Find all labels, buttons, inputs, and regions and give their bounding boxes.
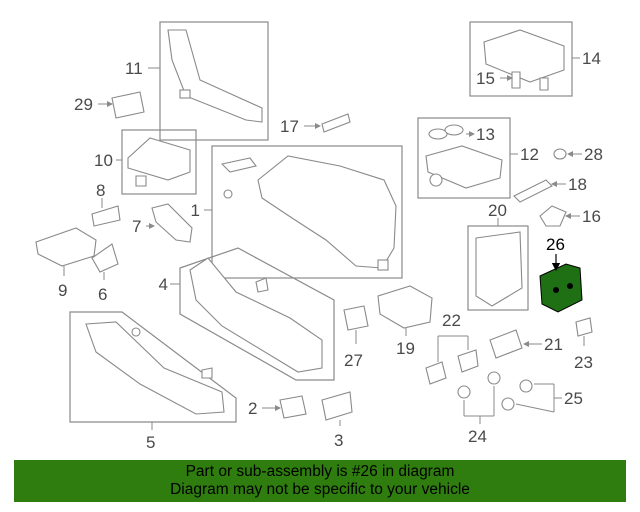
callout-3: 3 bbox=[334, 431, 343, 450]
part-6-group: 6 bbox=[91, 243, 119, 304]
part-27-group: 27 bbox=[343, 305, 369, 370]
part-2-group: 2 bbox=[248, 395, 307, 419]
callout-10: 10 bbox=[94, 151, 113, 170]
part-19-group: 19 bbox=[377, 285, 433, 358]
callout-13: 13 bbox=[476, 125, 495, 144]
part-9-group: 9 bbox=[35, 227, 97, 300]
part-7-group: 7 bbox=[132, 203, 193, 243]
part-4-group: 4 bbox=[159, 247, 335, 381]
part-18-group: 18 bbox=[513, 175, 587, 203]
part-14-group: 14 bbox=[469, 21, 601, 97]
callout-9: 9 bbox=[58, 281, 67, 300]
callout-11: 11 bbox=[125, 59, 143, 78]
part-16-group: 16 bbox=[539, 205, 601, 227]
callout-21: 21 bbox=[544, 335, 563, 354]
callout-1: 1 bbox=[191, 201, 200, 220]
part-25-group: 25 bbox=[501, 379, 583, 413]
part-21-group: 21 bbox=[489, 329, 563, 359]
callout-6: 6 bbox=[98, 285, 107, 304]
info-banner: Part or sub-assembly is #26 in diagram D… bbox=[14, 460, 626, 502]
callout-22: 22 bbox=[442, 311, 461, 330]
callout-23: 23 bbox=[574, 353, 593, 372]
callout-29: 29 bbox=[74, 95, 93, 114]
callout-24: 24 bbox=[468, 427, 487, 446]
part-15-group: 15 bbox=[476, 69, 521, 89]
callout-16: 16 bbox=[582, 207, 601, 226]
callout-12: 12 bbox=[520, 145, 539, 164]
part-17-group: 17 bbox=[280, 113, 351, 136]
banner-line-1: Part or sub-assembly is #26 in diagram bbox=[185, 463, 455, 480]
part-12-group: 12 bbox=[417, 117, 539, 199]
callout-17: 17 bbox=[280, 117, 299, 136]
part-5-group: 5 bbox=[69, 311, 237, 452]
callout-18: 18 bbox=[568, 175, 587, 194]
part-10-group: 10 bbox=[94, 129, 197, 195]
part-28-group: 28 bbox=[553, 145, 603, 164]
part-23-group: 23 bbox=[574, 317, 593, 372]
callout-26: 26 bbox=[546, 235, 565, 254]
callout-27: 27 bbox=[344, 351, 363, 370]
callout-5: 5 bbox=[146, 433, 155, 452]
part-8-group: 8 bbox=[91, 181, 121, 227]
callout-14: 14 bbox=[582, 49, 601, 68]
banner-line-2: Diagram may not be specific to your vehi… bbox=[170, 481, 470, 498]
callout-25: 25 bbox=[564, 389, 583, 408]
callout-19: 19 bbox=[396, 339, 415, 358]
callout-8: 8 bbox=[96, 181, 105, 200]
callout-28: 28 bbox=[584, 145, 603, 164]
part-13-group: 13 bbox=[428, 124, 495, 144]
callout-4: 4 bbox=[159, 275, 168, 294]
part-29-group: 29 bbox=[74, 91, 145, 119]
callout-2: 2 bbox=[248, 399, 257, 418]
part-1-group: 1 bbox=[191, 145, 403, 279]
callout-15: 15 bbox=[476, 69, 495, 88]
callout-7: 7 bbox=[132, 217, 141, 236]
part-22-group: 22 bbox=[425, 311, 479, 385]
callout-20: 20 bbox=[488, 201, 507, 220]
part-3-group: 3 bbox=[321, 391, 353, 450]
part-20-group: 20 bbox=[467, 201, 529, 311]
part-11-group: 11 bbox=[125, 21, 269, 141]
part-24-group: 24 bbox=[457, 371, 501, 446]
part-26-group: 26 bbox=[539, 235, 583, 313]
